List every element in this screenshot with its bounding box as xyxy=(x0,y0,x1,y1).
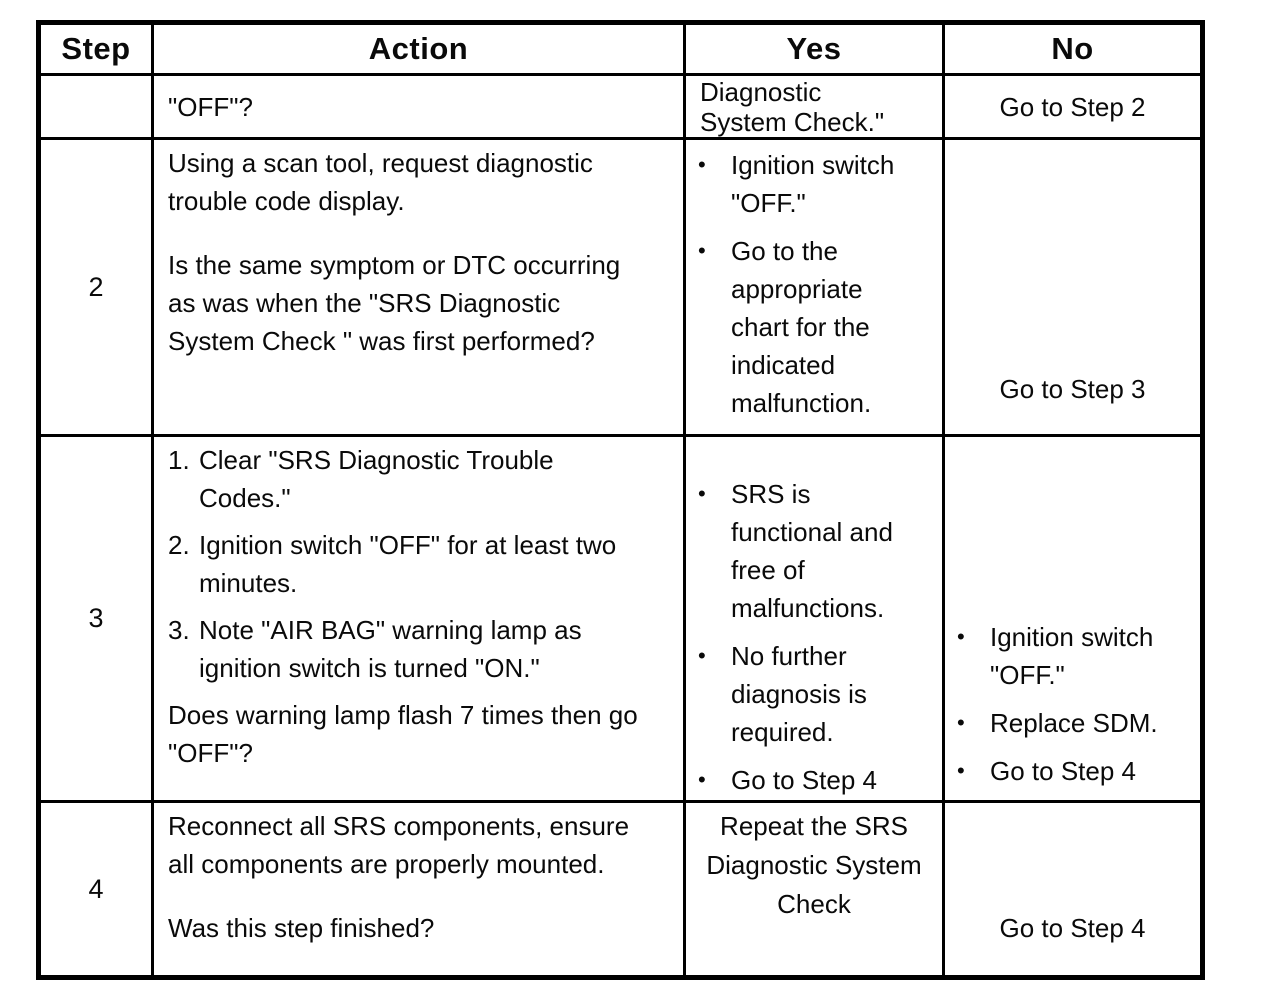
action-paragraph: Using a scan tool, request diagnostic tr… xyxy=(168,148,593,217)
bullet-icon: • xyxy=(698,238,706,264)
item-number: 1. xyxy=(168,444,190,475)
bullet-icon: • xyxy=(698,152,706,178)
column-header-no: No xyxy=(942,20,1204,77)
bullet-text: Ignition switch "OFF." xyxy=(990,622,1154,691)
table-header-row: Step Action Yes No xyxy=(37,20,1204,77)
list-item: • Ignition switch "OFF." xyxy=(698,146,936,222)
column-header-action: Action xyxy=(151,20,686,77)
numbered-item: 2. Ignition switch "OFF" for at least tw… xyxy=(168,526,675,602)
table-row-step-4: 4 Reconnect all SRS components, ensure a… xyxy=(37,800,1204,979)
bullet-icon: • xyxy=(698,480,706,506)
no-text: Go to Step 3 xyxy=(999,373,1146,404)
yes-cell: Repeat the SRS Diagnostic System Check xyxy=(683,800,945,979)
bullet-text: Replace SDM. xyxy=(990,708,1158,739)
list-item: • Go to the appropriate chart for the in… xyxy=(698,232,936,422)
item-text: Clear "SRS Diagnostic Trouble Codes." xyxy=(199,444,554,513)
table-row-step-3: 3 1. Clear "SRS Diagnostic Trouble Codes… xyxy=(37,433,1204,804)
list-item: • Go to Step 4 xyxy=(698,761,936,799)
action-question: Is the same symptom or DTC occurring as … xyxy=(168,250,621,357)
list-item: • Replace SDM. xyxy=(957,704,1196,742)
no-cell: • Ignition switch "OFF." • Replace SDM. … xyxy=(942,433,1204,804)
table-row-continuation: "OFF"? Diagnostic System Check." Go to S… xyxy=(37,73,1204,141)
no-cell: Go to Step 4 xyxy=(942,800,1204,979)
item-number: 2. xyxy=(168,529,190,560)
bullet-icon: • xyxy=(698,642,706,668)
item-number: 3. xyxy=(168,614,190,645)
action-question: Was this step finished? xyxy=(168,913,435,944)
list-item: • Go to Step 4 xyxy=(957,752,1196,790)
action-paragraph: Reconnect all SRS components, ensure all… xyxy=(168,811,630,880)
step-cell-empty xyxy=(37,73,154,141)
yes-text: Diagnostic System Check." xyxy=(700,76,885,137)
step-number: 4 xyxy=(37,800,154,979)
bullet-icon: • xyxy=(957,710,965,736)
action-question: Does warning lamp flash 7 times then go … xyxy=(168,699,638,768)
table-row-step-2: 2 Using a scan tool, request diagnostic … xyxy=(37,137,1204,437)
bullet-text: Ignition switch "OFF." xyxy=(731,150,895,219)
numbered-item: 1. Clear "SRS Diagnostic Trouble Codes." xyxy=(168,441,675,517)
yes-cell: • Ignition switch "OFF." • Go to the app… xyxy=(683,137,945,437)
diagnostic-steps-table: Step Action Yes No "OFF"? Diagnostic Sys… xyxy=(36,20,1205,980)
column-header-step: Step xyxy=(37,20,154,77)
list-item: • SRS is functional and free of malfunct… xyxy=(698,475,936,627)
list-item: • Ignition switch "OFF." xyxy=(957,618,1196,694)
bullet-text: SRS is functional and free of malfunctio… xyxy=(731,478,893,623)
bullet-text: Go to Step 4 xyxy=(990,756,1136,787)
yes-cell: Diagnostic System Check." xyxy=(683,73,945,141)
no-text: Go to Step 4 xyxy=(999,913,1146,943)
bullet-icon: • xyxy=(957,758,965,784)
yes-text: Repeat the SRS Diagnostic System Check xyxy=(706,811,922,920)
bullet-text: Go to the appropriate chart for the indi… xyxy=(731,236,872,419)
action-text: "OFF"? xyxy=(168,91,253,122)
item-text: Ignition switch "OFF" for at least two m… xyxy=(199,529,617,598)
bullet-icon: • xyxy=(698,766,706,792)
list-item: • No further diagnosis is required. xyxy=(698,637,936,751)
bullet-icon: • xyxy=(957,624,965,650)
bullet-text: No further diagnosis is required. xyxy=(731,640,867,747)
column-header-yes: Yes xyxy=(683,20,945,77)
no-cell: Go to Step 3 xyxy=(942,137,1204,437)
step-number: 2 xyxy=(37,137,154,437)
numbered-item: 3. Note "AIR BAG" warning lamp as igniti… xyxy=(168,611,675,687)
no-cell: Go to Step 2 xyxy=(942,73,1204,141)
action-cell: "OFF"? xyxy=(151,73,686,141)
action-cell: 1. Clear "SRS Diagnostic Trouble Codes."… xyxy=(151,433,686,804)
no-text: Go to Step 2 xyxy=(999,91,1146,122)
step-number: 3 xyxy=(37,433,154,804)
action-cell: Reconnect all SRS components, ensure all… xyxy=(151,800,686,979)
bullet-text: Go to Step 4 xyxy=(731,764,877,795)
action-cell: Using a scan tool, request diagnostic tr… xyxy=(151,137,686,437)
yes-cell: • SRS is functional and free of malfunct… xyxy=(683,433,945,804)
item-text: Note "AIR BAG" warning lamp as ignition … xyxy=(199,614,582,683)
